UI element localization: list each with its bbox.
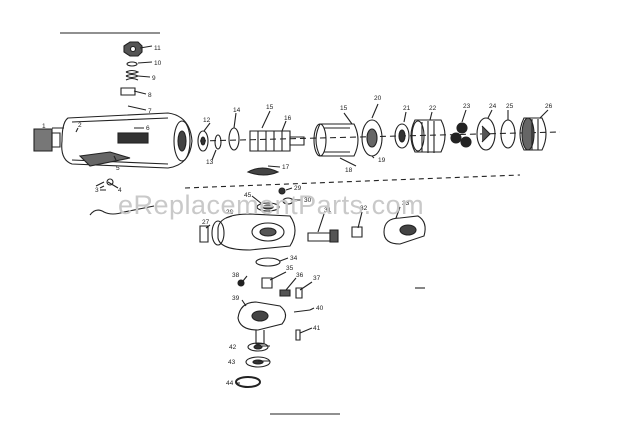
label-3: 3 <box>95 187 99 194</box>
part-27-cap <box>199 225 209 243</box>
label-18: 18 <box>345 167 353 174</box>
label-32: 32 <box>360 205 368 212</box>
label-1: 1 <box>42 123 46 130</box>
label-20: 20 <box>374 95 382 102</box>
part-19-end-plate <box>361 119 383 157</box>
part-35-post <box>261 277 273 289</box>
part-45-washer <box>256 202 280 212</box>
part-31-shaft <box>307 229 339 243</box>
part-17-vane <box>246 167 280 176</box>
label-37: 37 <box>313 275 321 282</box>
label-9: 9 <box>152 75 156 82</box>
label-33: 33 <box>402 200 410 207</box>
label-45: 45 <box>244 192 252 199</box>
part-26-gear-housing <box>519 117 547 151</box>
label-28: 28 <box>226 209 234 216</box>
label-24: 24 <box>489 103 497 110</box>
part-24-carrier <box>476 117 496 151</box>
part-11-nut <box>123 41 143 57</box>
part-41-pin <box>295 329 301 341</box>
part-38-screw <box>237 279 245 287</box>
label-31: 31 <box>324 207 332 214</box>
part-18-cylinder <box>313 123 359 157</box>
label-23: 23 <box>463 103 471 110</box>
part-spring-wire <box>89 205 155 216</box>
part-1-fitting <box>33 128 61 152</box>
label-36: 36 <box>296 272 304 279</box>
label-40: 40 <box>316 305 324 312</box>
label-35: 35 <box>286 265 294 272</box>
watermark-text: eReplacementParts.com <box>118 190 425 220</box>
upper-axis-line <box>199 131 561 142</box>
label-15-b: 15 <box>340 105 348 112</box>
part-4-pin <box>95 181 106 191</box>
part-29-bolt <box>278 187 286 195</box>
part-33-yoke <box>383 215 426 245</box>
part-40-spring-pin <box>293 309 311 313</box>
label-43: 43 <box>228 359 236 366</box>
label-29: 29 <box>294 185 302 192</box>
label-39: 39 <box>232 295 240 302</box>
label-2: 2 <box>78 122 82 129</box>
label-41: 41 <box>313 325 321 332</box>
label-34: 34 <box>290 255 298 262</box>
part-16-rotor <box>249 130 305 152</box>
part-44-retaining-ring <box>235 376 261 388</box>
part-9-spring <box>125 69 140 81</box>
label-26: 26 <box>545 103 553 110</box>
label-12: 12 <box>203 117 211 124</box>
label-7: 7 <box>148 108 152 115</box>
part-42-washer <box>247 342 269 352</box>
label-5: 5 <box>116 165 120 172</box>
part-14-plate <box>228 127 240 151</box>
part-21-bearing <box>394 123 410 149</box>
label-44: 44 <box>226 380 234 387</box>
label-19: 19 <box>378 157 386 164</box>
label-38: 38 <box>232 272 240 279</box>
label-4: 4 <box>118 187 122 194</box>
label-22: 22 <box>429 105 437 112</box>
label-14: 14 <box>233 107 241 114</box>
part-25-ring <box>500 119 516 149</box>
label-11: 11 <box>154 45 161 52</box>
label-15: 15 <box>266 104 274 111</box>
label-25: 25 <box>506 103 514 110</box>
part-13-washer <box>214 134 222 150</box>
label-13: 13 <box>206 159 214 166</box>
part-22-ring-gear <box>410 119 446 153</box>
label-30: 30 <box>304 197 312 204</box>
part-34-washer <box>255 257 281 267</box>
label-42: 42 <box>229 344 237 351</box>
part-23-planet-gears <box>450 122 472 148</box>
part-3-ball <box>106 178 114 186</box>
part-30-washer <box>282 197 294 205</box>
label-10: 10 <box>154 60 162 67</box>
part-5-lever <box>78 151 131 167</box>
label-16: 16 <box>284 115 292 122</box>
part-10-washer <box>126 61 138 67</box>
part-36-pawl <box>279 289 291 297</box>
separator-line <box>184 174 521 189</box>
part-43-washer <box>245 356 271 368</box>
part-8-pin <box>120 87 136 96</box>
label-21: 21 <box>403 105 411 112</box>
part-32-bushing <box>351 226 363 238</box>
label-8: 8 <box>148 92 152 99</box>
label-17: 17 <box>282 164 290 171</box>
part-37-pin <box>295 287 303 299</box>
label-27: 27 <box>202 219 210 226</box>
label-6: 6 <box>146 125 150 132</box>
part-39-anvil <box>237 301 287 345</box>
part-12-bearing <box>197 130 209 152</box>
